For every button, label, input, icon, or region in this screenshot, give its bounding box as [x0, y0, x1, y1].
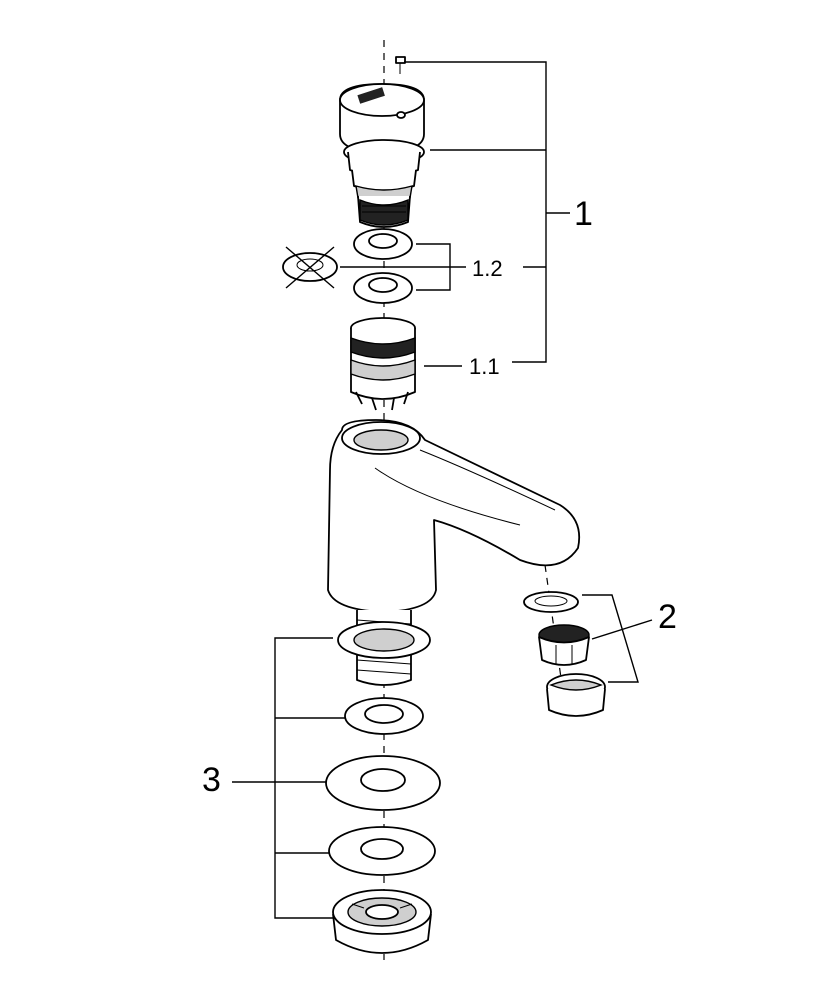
- screw: [395, 56, 406, 74]
- leader-lines-part-3: [232, 637, 345, 919]
- prohibited-washer-symbol: [282, 246, 338, 289]
- faucet-body: [327, 419, 581, 613]
- aerator-housing: [546, 673, 606, 717]
- mounting-washer-flat: [328, 826, 436, 876]
- callout-2: 2: [658, 598, 677, 636]
- mounting-washer-large: [325, 755, 441, 811]
- callout-3: 3: [202, 761, 221, 799]
- mounting-ring: [344, 697, 424, 735]
- callout-1: 1: [574, 195, 593, 233]
- leader-lines-part-1-2: [340, 243, 466, 291]
- leader-lines-part-1: [404, 61, 570, 367]
- washer-lower: [353, 272, 413, 304]
- cartridge-body: [343, 139, 425, 228]
- washer-upper: [353, 228, 413, 260]
- leader-lines-part-2: [582, 594, 653, 683]
- handle-cap: [339, 83, 425, 153]
- callout-1-2: 1.2: [472, 256, 503, 281]
- mounting-nut: [332, 889, 432, 954]
- shank-flange: [337, 621, 431, 659]
- splined-adapter: [350, 317, 416, 411]
- aerator-washer: [523, 591, 579, 613]
- callout-1-1: 1.1: [469, 354, 500, 379]
- aerator-insert: [538, 624, 590, 666]
